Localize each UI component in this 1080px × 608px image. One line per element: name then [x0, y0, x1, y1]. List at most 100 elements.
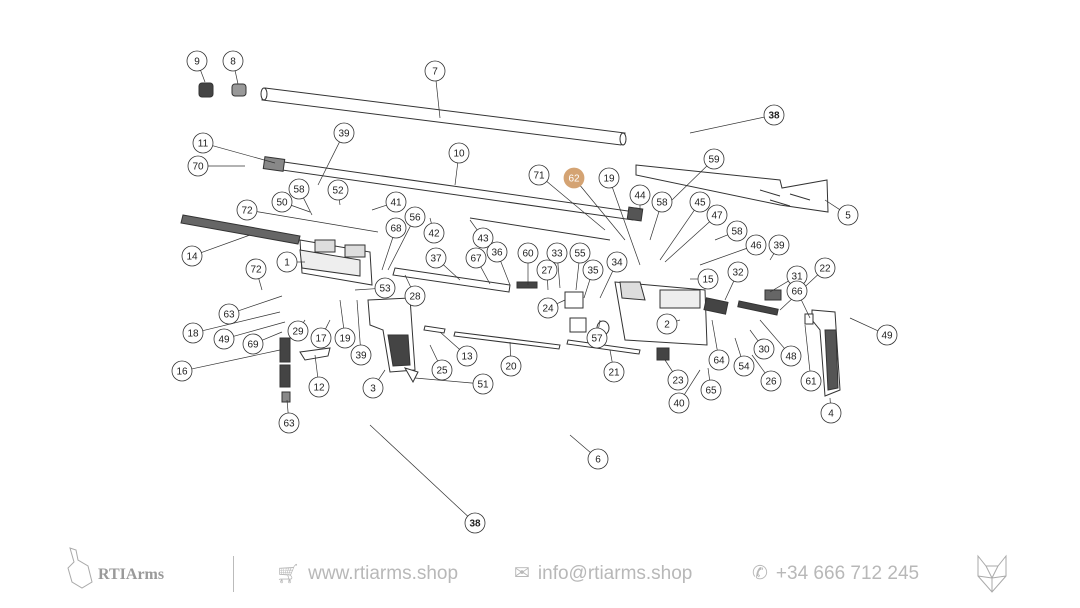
leader-line: [801, 299, 811, 319]
leader-line: [547, 279, 549, 291]
callout-circle: [606, 251, 628, 273]
leader-line: [749, 329, 759, 342]
email-link[interactable]: ✉︎ info@rtiarms.shop: [514, 562, 692, 585]
callout-circle: [820, 402, 842, 424]
leader-line: [751, 354, 766, 374]
callout-8: 8: [222, 50, 244, 85]
callout-53: 53: [354, 277, 396, 299]
callout-number: 3: [370, 384, 376, 395]
footer: RTIArms 🛒︎ www.rtiarms.shop ✉︎ info@rtia…: [0, 540, 1080, 608]
leader-line: [759, 319, 785, 349]
callout-circle: [706, 204, 728, 226]
callout-number: 6: [595, 455, 601, 466]
leader-line: [707, 367, 710, 381]
callout-number: 63: [283, 419, 295, 430]
callout-number: 49: [881, 331, 893, 342]
callout-11: 11: [192, 132, 276, 164]
callout-20: 20: [500, 341, 522, 377]
callout-number: 58: [656, 198, 668, 209]
phone-link[interactable]: ✆ +34 666 712 245: [752, 562, 919, 585]
callout-number: 40: [673, 399, 685, 410]
leader-line: [303, 319, 306, 323]
callout-circle: [528, 164, 550, 186]
callout-circle: [697, 268, 719, 290]
leader-line: [414, 377, 474, 384]
brand-name: RTIArms: [98, 566, 165, 583]
callout-circle: [171, 360, 193, 382]
callout-number: 59: [708, 155, 720, 166]
callout-circle: [182, 322, 204, 344]
leader-line: [469, 219, 478, 231]
part-lower-receiver: [614, 281, 708, 361]
callout-circle: [186, 50, 208, 72]
callout-circle: [536, 259, 558, 281]
callout-30: 30: [749, 329, 775, 360]
callout-circle: [385, 217, 407, 239]
callout-circle: [814, 257, 836, 279]
callout-number: 17: [315, 334, 327, 345]
callout-circle: [181, 245, 203, 267]
callout-circle: [278, 412, 300, 434]
callout-27: 27: [536, 259, 558, 291]
callout-37: 37: [425, 247, 461, 281]
callout-number: 8: [230, 57, 236, 68]
leader-line: [238, 295, 283, 312]
leader-line: [724, 280, 735, 301]
callout-67: 67: [465, 247, 491, 285]
callout-number: 9: [194, 57, 200, 68]
callout-59: 59: [671, 148, 725, 201]
callout-circle: [448, 142, 470, 164]
callout-circle: [689, 191, 711, 213]
callout-number: 14: [186, 252, 198, 263]
callout-number: 41: [390, 198, 402, 209]
callout-circle: [667, 369, 689, 391]
leader-line: [371, 204, 387, 211]
callout-number: 38: [469, 519, 481, 530]
callout-26: 26: [751, 354, 782, 392]
leader-line: [671, 165, 708, 201]
callout-number: 47: [711, 211, 723, 222]
callout-circle: [703, 148, 725, 170]
leader-line: [200, 70, 206, 83]
leader-line: [369, 424, 468, 517]
lynx-logo-icon: [67, 547, 93, 589]
part-grip: [367, 297, 416, 373]
website-link[interactable]: 🛒︎ www.rtiarms.shop: [276, 562, 458, 586]
callout-number: 15: [702, 275, 714, 286]
callout-circle: [763, 104, 785, 126]
callout-number: 19: [339, 334, 351, 345]
callout-circle: [213, 328, 235, 350]
callout-number: 43: [477, 234, 489, 245]
callout-number: 56: [409, 213, 421, 224]
leader-line: [443, 264, 461, 281]
leader-line: [262, 331, 283, 341]
callout-circle: [276, 251, 298, 273]
callout-circle: [569, 242, 591, 264]
callout-32: 32: [724, 261, 749, 301]
callout-9: 9: [186, 50, 208, 83]
callout-number: 11: [198, 139, 209, 150]
callout-7: 7: [424, 60, 446, 119]
callout-circle: [745, 234, 767, 256]
callout-12: 12: [308, 354, 330, 398]
callout-46: 46: [699, 234, 767, 266]
callout-number: 31: [791, 272, 803, 283]
cart-icon: 🛒︎: [276, 564, 301, 585]
leader-line: [769, 280, 789, 293]
callout-number: 51: [477, 380, 489, 391]
callout-15: 15: [690, 268, 719, 290]
callout-circle: [472, 373, 494, 395]
callout-39: 39: [768, 234, 790, 261]
leader-line: [849, 317, 879, 332]
callout-10: 10: [448, 142, 470, 186]
callout-61: 61: [800, 324, 822, 392]
callout-circle: [668, 392, 690, 414]
callout-55: 55: [569, 242, 591, 291]
callout-circle: [586, 327, 608, 349]
callout-circle: [472, 227, 494, 249]
callout-43: 43: [469, 219, 494, 249]
callout-65: 65: [700, 367, 722, 401]
callout-number: 72: [241, 206, 253, 217]
leader-line: [325, 319, 331, 330]
leader-line: [569, 434, 591, 453]
